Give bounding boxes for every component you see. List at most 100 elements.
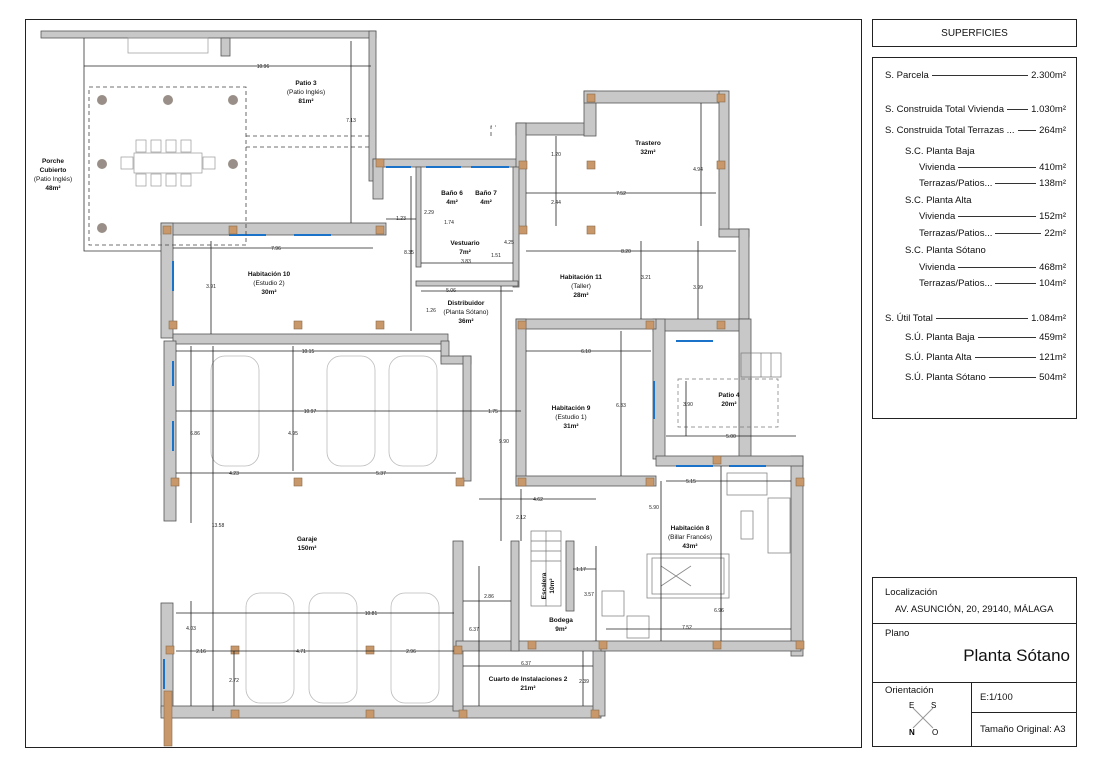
svg-text:2.39: 2.39 (579, 679, 589, 685)
svg-text:Distribuidor: Distribuidor (448, 300, 485, 307)
svg-text:6.33: 6.33 (616, 403, 626, 409)
room-bano7: Baño 7 4m² (475, 190, 497, 206)
porche-columns (97, 95, 238, 233)
svg-text:2.86: 2.86 (484, 594, 494, 600)
svg-text:(Estudio 2): (Estudio 2) (253, 280, 284, 287)
compass-rose: E S N O (905, 700, 941, 737)
heading-planta-baja: S.C. Planta Baja (905, 146, 975, 157)
svg-text:2.72: 2.72 (229, 678, 239, 684)
svg-text:3.99: 3.99 (693, 285, 703, 291)
staircase (530, 352, 782, 607)
svg-text:6.37: 6.37 (521, 661, 531, 667)
structural-columns (162, 93, 805, 747)
svg-text:13.58: 13.58 (212, 523, 225, 529)
room-hab11: Habitación 11(Taller)28m² (560, 274, 602, 299)
room-instalaciones: Cuarto de Instalaciones 2 21m² (489, 676, 568, 692)
svg-text:5.37: 5.37 (376, 471, 386, 477)
svg-text:Habitación 9: Habitación 9 (552, 405, 591, 412)
svg-text:7m²: 7m² (459, 249, 471, 256)
plot-outline (83, 38, 161, 252)
svg-text:1.26: 1.26 (426, 308, 436, 314)
svg-text:2.44: 2.44 (551, 200, 561, 206)
svg-text:3.90: 3.90 (683, 402, 693, 408)
svg-text:(Billar Francés): (Billar Francés) (668, 534, 712, 541)
svg-text:43m²: 43m² (682, 543, 698, 550)
svg-text:5.06: 5.06 (446, 288, 456, 294)
svg-text:150m²: 150m² (298, 545, 318, 552)
svg-text:10.81: 10.81 (365, 611, 378, 617)
svg-text:4.25: 4.25 (504, 240, 514, 246)
room-trastero: Trastero 32m² (635, 140, 661, 156)
svg-text:3.91: 3.91 (206, 284, 216, 290)
svg-text:Cuarto de Instalaciones 2: Cuarto de Instalaciones 2 (489, 676, 568, 683)
svg-text:(Patio Inglés): (Patio Inglés) (287, 89, 325, 96)
svg-text:10.15: 10.15 (302, 349, 315, 355)
svg-text:48m²: 48m² (45, 185, 61, 192)
svg-text:36m²: 36m² (458, 318, 474, 325)
room-bano6: Baño 64m² (441, 190, 463, 206)
billiard-room-furniture (601, 472, 791, 639)
svg-text:Cubierto: Cubierto (40, 167, 67, 174)
room-vestuario: Vestuario 7m² (450, 240, 479, 256)
plano-label: Plano (885, 628, 910, 639)
svg-text:Vestuario: Vestuario (450, 240, 479, 247)
dimension-lines (84, 41, 796, 711)
svg-text:Porche: Porche (42, 158, 64, 165)
svg-text:21m²: 21m² (520, 685, 536, 692)
svg-text:E: E (909, 701, 914, 710)
svg-text:4.03: 4.03 (186, 626, 196, 632)
room-hab8: Habitación 8(Billar Francés)43m² (668, 525, 712, 550)
svg-text:32m²: 32m² (640, 149, 656, 156)
svg-text:8.35: 8.35 (404, 250, 414, 256)
svg-text:Habitación 11: Habitación 11 (560, 274, 602, 281)
svg-text:6.10: 6.10 (581, 349, 591, 355)
compass-icon: E S N O (909, 701, 938, 737)
tamano-original: Tamaño Original: A3 (980, 724, 1066, 735)
heading-planta-alta: S.C. Planta Alta (905, 195, 972, 206)
svg-text:7.52: 7.52 (682, 625, 692, 631)
svg-text:5.00: 5.00 (726, 434, 736, 440)
svg-text:5.15: 5.15 (686, 479, 696, 485)
row-sotano-terrazas: Terrazas/Patios...104m² (919, 278, 1066, 289)
svg-text:4.95: 4.95 (288, 431, 298, 437)
floor-plan-svg: 10.96 7.13 1.20 4.94 7.52 2.44 1.23 2.29… (34, 30, 805, 747)
room-garaje: Garaje 150m² (297, 536, 318, 552)
localizacion-label: Localización (885, 587, 938, 598)
row-alta-terrazas: Terrazas/Patios...22m² (919, 228, 1066, 239)
room-distribuidor: Distribuidor (Planta Sótano) 36m² (443, 300, 488, 325)
title-block: Localización AV. ASUNCIÓN, 20, 29140, MÁ… (872, 577, 1077, 747)
svg-text:Trastero: Trastero (635, 140, 661, 147)
room-hab10: Habitación 10(Estudio 2)30m² (248, 271, 291, 296)
svg-text:10m²: 10m² (549, 578, 556, 594)
svg-text:4m²: 4m² (480, 199, 492, 206)
svg-text:5.90: 5.90 (649, 505, 659, 511)
svg-text:(Patio Inglés): (Patio Inglés) (34, 176, 72, 183)
row-baja-terrazas: Terrazas/Patios...138m² (919, 178, 1066, 189)
svg-text:1.17: 1.17 (576, 567, 586, 573)
svg-text:Baño 7: Baño 7 (475, 190, 497, 197)
svg-text:30m²: 30m² (261, 289, 277, 296)
svg-text:8.20: 8.20 (621, 249, 631, 255)
row-construida-terrazas: S. Construida Total Terrazas ...264m² (885, 125, 1066, 136)
walls (40, 30, 804, 719)
svg-text:(Estudio 1): (Estudio 1) (555, 414, 586, 421)
svg-text:(Planta Sótano): (Planta Sótano) (443, 309, 488, 316)
svg-text:20m²: 20m² (721, 401, 737, 408)
svg-text:(Taller): (Taller) (571, 283, 591, 290)
svg-text:1.75: 1.75 (488, 409, 498, 415)
room-labels: Patio 3(Patio Inglés)81m² PorcheCubierto… (34, 80, 740, 692)
plano-title: Planta Sótano (963, 646, 1070, 665)
svg-text:1.23: 1.23 (396, 216, 406, 222)
svg-text:10.96: 10.96 (257, 64, 270, 70)
svg-text:Garaje: Garaje (297, 536, 318, 543)
superficies-title-box: SUPERFICIES (872, 19, 1077, 47)
